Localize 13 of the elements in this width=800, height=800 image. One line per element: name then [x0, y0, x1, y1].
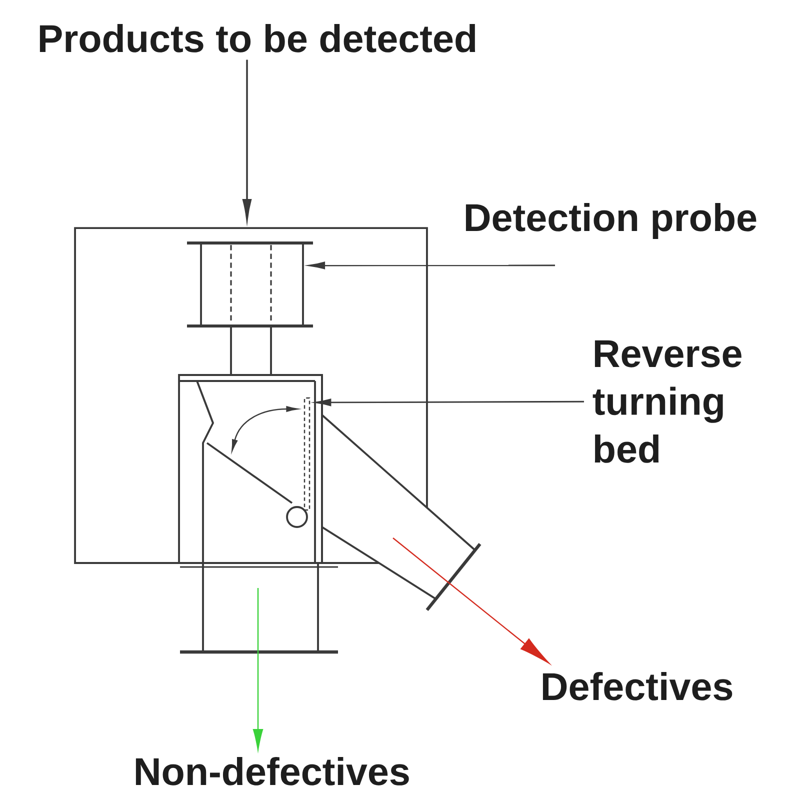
- housing-box: [74, 227, 428, 564]
- detection-probe: [187, 242, 313, 328]
- leader-line: [308, 262, 555, 270]
- outlet-label: Non-defectives: [136, 756, 409, 786]
- diverter-chamber: [178, 374, 323, 564]
- heading-label: Products to be detected: [40, 24, 476, 52]
- turning-bed-flap: [304, 397, 310, 511]
- flow-arrow: [252, 588, 264, 750]
- flow-arrow: [392, 538, 549, 664]
- callout-label: Detection probe: [466, 202, 756, 240]
- callout-label: Reverse turning bed: [592, 340, 742, 463]
- outlet-label: Defectives: [542, 672, 732, 700]
- feed-pipe: [230, 326, 272, 376]
